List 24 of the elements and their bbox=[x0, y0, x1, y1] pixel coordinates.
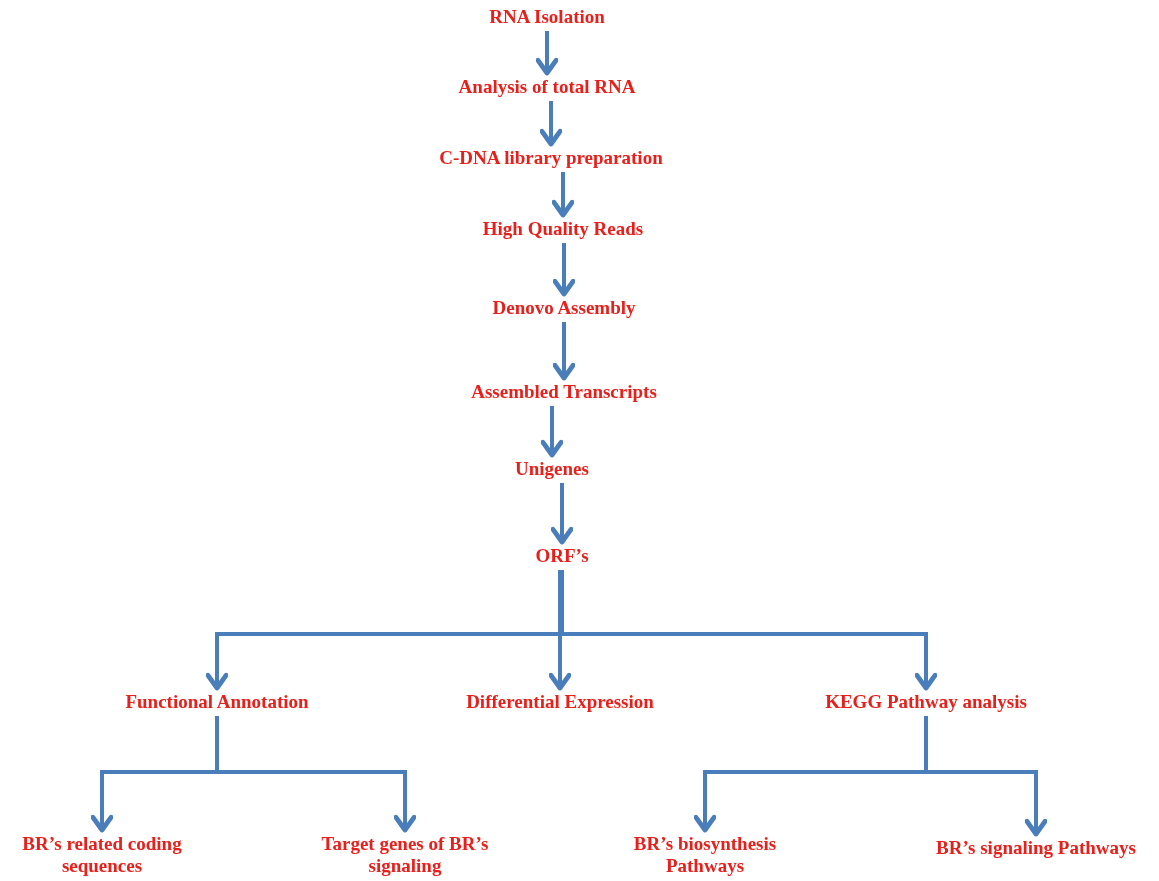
step-label: Analysis of total RNA bbox=[458, 76, 636, 98]
step-label: BR’s signaling Pathways bbox=[936, 837, 1136, 859]
step-label: Unigenes bbox=[515, 458, 589, 480]
step-label: Assembled Transcripts bbox=[471, 381, 657, 403]
step-label: Denovo Assembly bbox=[492, 297, 636, 319]
arrow bbox=[551, 172, 575, 218]
step-label: BR’s related coding sequences bbox=[0, 833, 207, 877]
step-label: KEGG Pathway analysis bbox=[825, 691, 1027, 713]
step-label: RNA Isolation bbox=[489, 6, 605, 28]
step-label: Functional Annotation bbox=[125, 691, 309, 713]
arrow bbox=[552, 322, 576, 381]
arrow bbox=[550, 483, 574, 545]
step-label: BR’s biosynthesis Pathways bbox=[605, 833, 805, 877]
step-label: High Quality Reads bbox=[482, 218, 644, 240]
arrow bbox=[552, 243, 576, 297]
arrow bbox=[924, 716, 1048, 837]
arrow bbox=[535, 31, 559, 76]
step-label: C-DNA library preparation bbox=[439, 147, 663, 169]
arrow bbox=[548, 570, 572, 691]
step-label: Target genes of BR’s signaling bbox=[295, 833, 515, 877]
arrow bbox=[540, 406, 564, 458]
step-label: Differential Expression bbox=[466, 691, 654, 713]
step-label: ORF’s bbox=[535, 545, 589, 567]
arrow bbox=[539, 101, 563, 147]
